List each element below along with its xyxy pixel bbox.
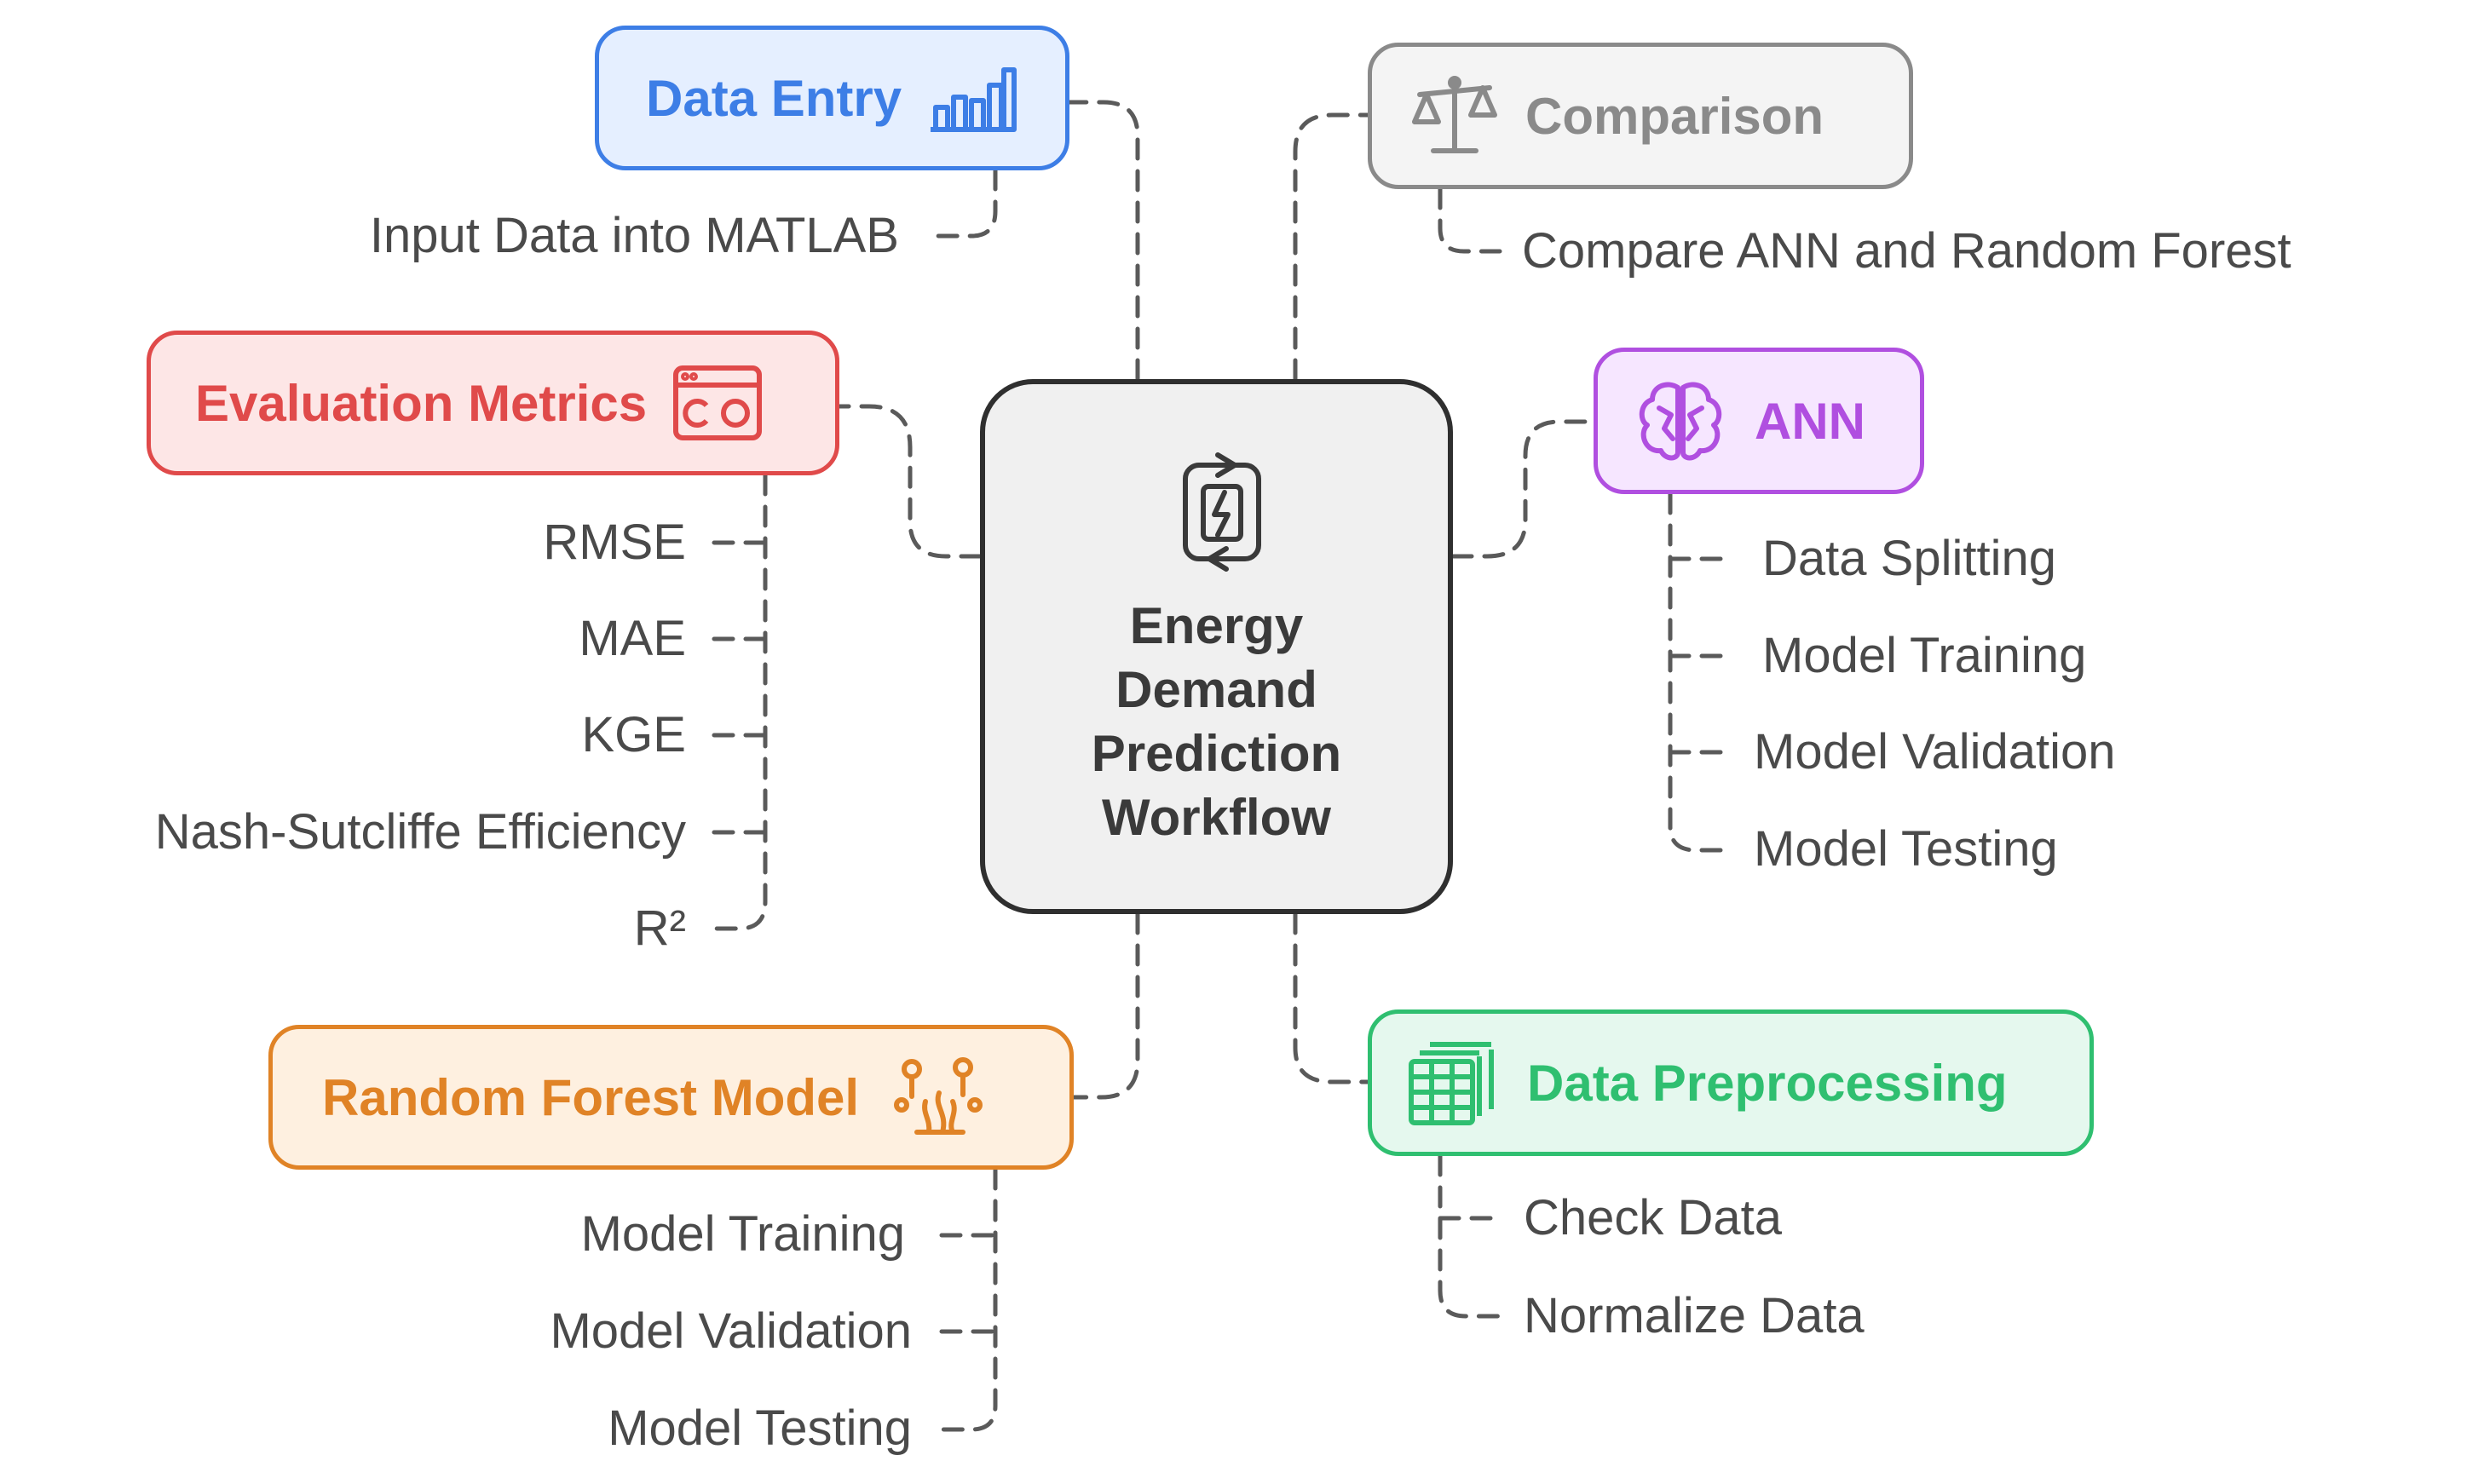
brain-icon: [1639, 382, 1722, 461]
ann-leaf-model-testing: Model Testing: [1754, 821, 2058, 877]
data-entry-leaf: Input Data into MATLAB: [369, 208, 899, 263]
data-entry-node: Data Entry: [595, 26, 1069, 170]
data-preprocessing-label: Data Preprocessing: [1527, 1054, 2008, 1112]
rf-leaf-model-training: Model Training: [580, 1206, 905, 1262]
connector-eval-trunk: [706, 473, 768, 931]
central-title: Energy Demand Prediction Workflow: [985, 594, 1448, 849]
connector-random-forest: [1071, 912, 1140, 1100]
comparison-node: Comparison: [1368, 43, 1913, 189]
central-title-line: Energy: [1129, 597, 1304, 654]
ann-leaf-data-splitting: Data Splitting: [1762, 531, 2056, 586]
eval-leaf-r2: R²: [633, 900, 686, 956]
comparison-label: Comparison: [1525, 87, 1824, 145]
connector-comparison-leaf: [1438, 187, 1502, 254]
central-node: Energy Demand Prediction Workflow: [980, 379, 1453, 914]
preprocessing-leaf-check-data: Check Data: [1524, 1190, 1783, 1245]
balance-scale-icon: [1412, 76, 1497, 153]
data-preprocessing-node: Data Preprocessing: [1368, 1009, 2094, 1156]
connector-evaluation-metrics: [837, 404, 983, 559]
eval-leaf-mae: MAE: [579, 611, 686, 666]
connector-ann-trunk: [1668, 492, 1731, 853]
eval-leaf-kge: KGE: [581, 707, 687, 762]
battery-cycle-icon: [1183, 452, 1261, 572]
ann-leaf-model-validation: Model Validation: [1754, 724, 2116, 779]
ann-node: ANN: [1594, 348, 1924, 494]
central-title-line: Demand: [1115, 661, 1317, 718]
comparison-leaf: Compare ANN and Random Forest: [1522, 223, 2291, 279]
eval-leaf-nse: Nash-Sutcliffe Efficiency: [154, 804, 686, 860]
bar-chart-icon: [931, 67, 1017, 132]
ann-leaf-model-training: Model Training: [1762, 628, 2087, 683]
dashboard-window-icon: [673, 365, 763, 440]
connector-rf-trunk: [937, 1167, 998, 1432]
eval-leaf-rmse: RMSE: [543, 515, 686, 570]
rf-leaf-model-testing: Model Testing: [608, 1401, 912, 1456]
forest-trees-icon: [894, 1057, 983, 1135]
random-forest-label: Random Forest Model: [322, 1068, 860, 1126]
central-title-line: Workflow: [1102, 789, 1331, 846]
connector-data-entry-leaf: [931, 168, 998, 239]
evaluation-metrics-node: Evaluation Metrics: [147, 331, 839, 475]
connector-data-entry: [1067, 100, 1140, 382]
data-entry-label: Data Entry: [646, 69, 902, 127]
connector-data-preprocessing: [1293, 912, 1370, 1084]
connector-preprocessing-trunk: [1438, 1153, 1501, 1319]
preprocessing-leaf-normalize-data: Normalize Data: [1524, 1288, 1865, 1343]
data-table-stack-icon: [1409, 1042, 1494, 1125]
ann-label: ANN: [1755, 392, 1865, 450]
evaluation-metrics-label: Evaluation Metrics: [195, 374, 648, 432]
random-forest-node: Random Forest Model: [268, 1025, 1074, 1170]
rf-leaf-model-validation: Model Validation: [550, 1303, 912, 1359]
connector-ann: [1450, 419, 1596, 559]
connector-comparison: [1293, 112, 1370, 382]
central-title-line: Prediction: [1091, 725, 1342, 782]
